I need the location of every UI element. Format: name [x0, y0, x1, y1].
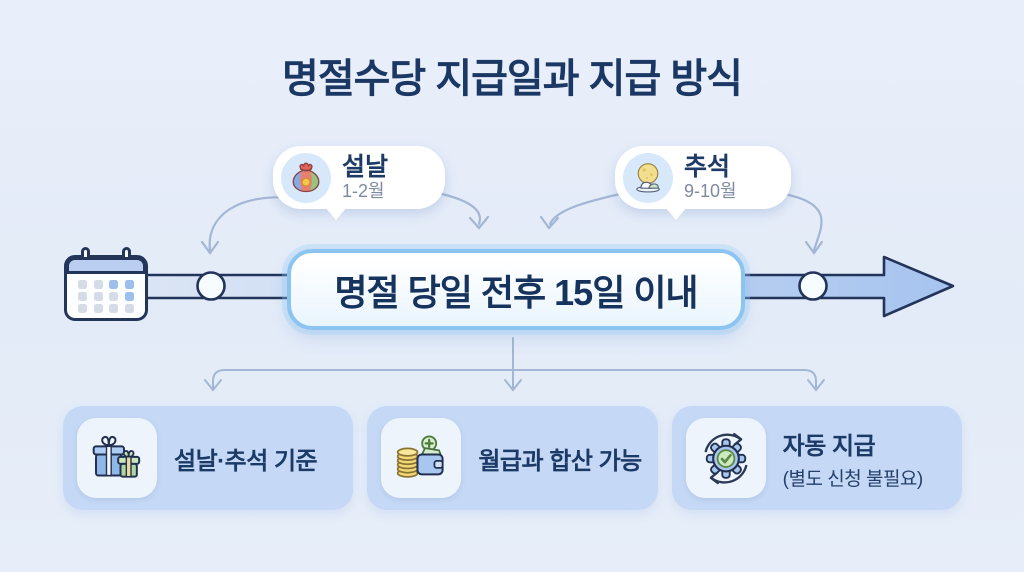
card-auto-payment: 자동 지급 (별도 신청 불필요)	[671, 406, 962, 510]
connector-chuseok-to-box	[548, 192, 622, 226]
bubble-chuseok: 추석 9-10월	[615, 146, 791, 220]
gift-boxes-icon	[77, 418, 157, 498]
bubble-seollal-period: 1-2월	[342, 181, 385, 202]
bubble-chuseok-period: 9-10월	[684, 181, 737, 202]
moon-songpyeon-icon	[623, 152, 673, 203]
payment-window-label: 명절 당일 전후 15일 이내	[334, 271, 698, 313]
connector-seollal-to-left-node	[208, 196, 295, 252]
bubble-chuseok-label: 추석	[684, 153, 731, 182]
bubble-seollal-label: 설날	[342, 153, 389, 182]
arrowhead	[807, 379, 825, 392]
gear-check-icon	[685, 418, 766, 498]
lucky-bag-icon	[281, 152, 331, 203]
card-salary-combined: 월급과 합산 가능	[367, 406, 658, 510]
page-title: 명절수당 지급일과 지급 방식	[282, 57, 743, 101]
card-auto-sublabel: (별도 신청 불필요)	[782, 468, 924, 490]
bubble-seollal: 설날 1-2월	[273, 146, 445, 220]
arrowhead	[804, 240, 824, 255]
card-seollal-chuseok-basis: 설날·추석 기준	[63, 406, 354, 510]
arrowhead	[468, 215, 490, 230]
connector-chuseok-to-right-node	[782, 192, 823, 252]
arrowhead	[504, 379, 522, 392]
branch-horizontal-line	[212, 369, 817, 389]
info-cards: 설날·추석 기준 월급과 합산 가능	[63, 406, 962, 510]
card-basis-label: 설날·추석 기준	[174, 447, 318, 475]
arrowhead	[539, 215, 560, 230]
connector-seollal-to-box	[440, 192, 481, 226]
arrowhead	[204, 379, 222, 392]
timeline-node-seollal	[196, 271, 226, 301]
card-salary-label: 월급과 합산 가능	[478, 447, 642, 475]
calendar-icon	[64, 247, 148, 321]
coins-wallet-icon	[381, 418, 462, 498]
card-auto-label: 자동 지급	[782, 432, 876, 460]
arrowhead	[200, 240, 220, 255]
timeline-node-chuseok	[798, 271, 828, 301]
payment-window-box: 명절 당일 전후 15일 이내	[287, 249, 745, 330]
